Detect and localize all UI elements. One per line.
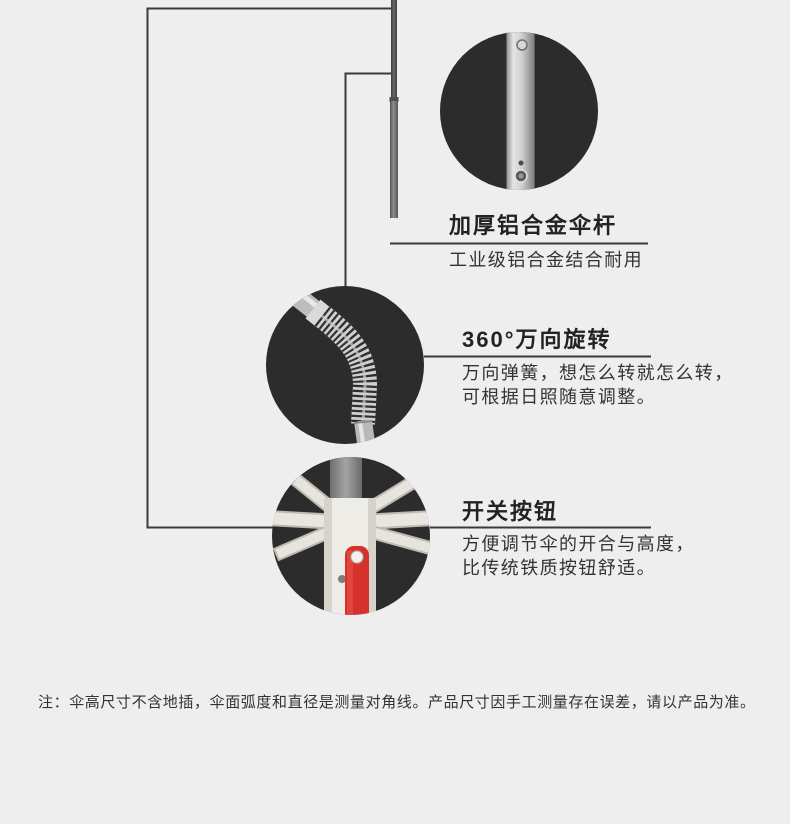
umbrella-pole [389, 0, 399, 218]
feature-title-button: 开关按钮 [462, 499, 559, 524]
button-rivet [350, 550, 364, 564]
connector-lines [146, 7, 651, 529]
pole-closeup-circle [440, 32, 598, 190]
feature-desc-line: 可根据日照随意调整。 [462, 387, 656, 407]
button-closeup-circle [272, 457, 430, 615]
hub-hole [338, 575, 346, 583]
feature-title-swivel: 360°万向旋转 [462, 327, 612, 352]
feature-desc-swivel: 万向弹簧，想怎么转就怎么转， 可根据日照随意调整。 [462, 361, 734, 409]
feature-desc-line: 比传统铁质按钮舒适。 [462, 558, 656, 578]
feature-desc-pole: 工业级铝合金结合耐用 [449, 248, 643, 272]
spring-closeup-circle [266, 286, 424, 444]
feature-desc-button: 方便调节伞的开合与高度， 比传统铁质按钮舒适。 [462, 532, 695, 580]
lower-tube [354, 419, 376, 444]
feature-desc-line: 工业级铝合金结合耐用 [449, 250, 643, 270]
tube-hole [516, 39, 528, 51]
connector-line-outer [146, 7, 392, 529]
tube-pin-hole [518, 160, 524, 166]
tube-collar [305, 299, 331, 327]
feature-desc-line: 方便调节伞的开合与高度， [462, 534, 695, 554]
feature-title-pole: 加厚铝合金伞杆 [449, 213, 618, 238]
feature-desc-line: 万向弹簧，想怎么转就怎么转， [462, 363, 734, 383]
size-disclaimer-note: 注：伞高尺寸不含地插，伞面弧度和直径是测量对角线。产品尺寸因手工测量存在误差，请… [38, 694, 756, 711]
connector-line-inner [344, 72, 392, 287]
